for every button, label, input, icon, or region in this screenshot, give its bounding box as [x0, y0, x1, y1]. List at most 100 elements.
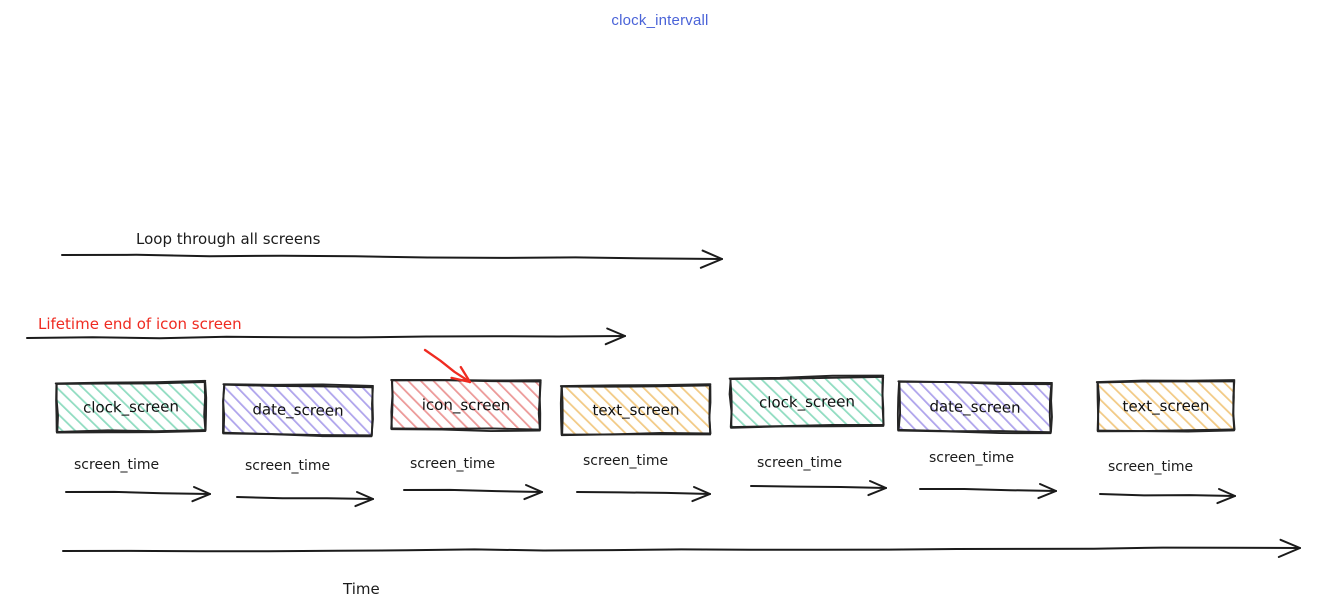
screen-box-label: text_screen: [592, 400, 680, 420]
box-edge-right: [370, 386, 374, 437]
time-axis-label: Time: [343, 580, 380, 598]
box-fill: [56, 382, 206, 432]
lifetime-arrow: [26, 327, 626, 346]
screen-time-label-4: screen_time: [757, 455, 843, 471]
time-axis-arrow: [62, 538, 1301, 558]
screen-time-label-5: screen_time: [929, 450, 1015, 466]
screen-box-label-wrap: icon_screen: [392, 380, 540, 429]
time-axis-arrow-head: [1277, 538, 1301, 558]
screen-box-label: clock_screen: [82, 397, 180, 417]
screen-box-clock_screen-4[interactable]: [728, 374, 885, 429]
screen-box-label-wrap: clock_screen: [57, 382, 206, 432]
box-fill: [1097, 381, 1235, 431]
box-edge-right: [881, 375, 885, 426]
screen-time-arrow-2: [403, 484, 543, 501]
screen-time-arrow-6-head: [1216, 488, 1236, 505]
red-pointer-arrow-head: [450, 365, 472, 384]
screen-time-arrow-5: [919, 483, 1057, 500]
screen-box-label-wrap: clock_screen: [731, 377, 884, 427]
screen-time-arrow-3-head: [691, 486, 711, 503]
screen-box-text_screen-3[interactable]: [559, 383, 712, 437]
screen-time-label-3: screen_time: [583, 453, 669, 469]
screen-box-label-wrap: text_screen: [1098, 381, 1234, 430]
screen-time-arrow-1-head: [354, 491, 374, 508]
box-edge-right: [1232, 380, 1236, 431]
box-edge-left: [560, 385, 564, 436]
box-fill: [561, 385, 711, 435]
box-edge-left: [222, 383, 226, 434]
red-pointer-arrow: [423, 348, 472, 384]
red-pointer-arrow-line: [423, 348, 472, 384]
screen-box-label-wrap: date_screen: [899, 382, 1052, 432]
box-edge-bottom: [560, 433, 712, 437]
box-fill: [223, 384, 373, 436]
screen-box-label-wrap: date_screen: [224, 385, 373, 436]
box-edge-right: [1049, 383, 1053, 434]
box-edge-right: [538, 380, 542, 431]
screen-box-date_screen-5[interactable]: [896, 380, 1053, 435]
screen-time-label-2: screen_time: [410, 456, 496, 472]
screen-box-text_screen-6[interactable]: [1095, 379, 1236, 433]
screen-time-arrow-3: [576, 486, 711, 503]
screen-time-label-1: screen_time: [245, 458, 331, 474]
time-axis-arrow-line: [62, 546, 1301, 553]
box-fill: [391, 380, 541, 430]
loop-arrow-label: Loop through all screens: [136, 230, 321, 248]
box-edge-left: [896, 380, 901, 431]
screen-time-arrow-1: [236, 491, 374, 508]
box-edge-right: [708, 384, 712, 435]
box-edge-left: [390, 379, 394, 430]
screen-box-label: icon_screen: [421, 395, 511, 415]
box-fill: [730, 376, 884, 428]
box-edge-bottom: [56, 429, 207, 433]
screen-time-arrow-4: [750, 480, 887, 497]
screen-box-label: clock_screen: [758, 392, 856, 412]
screen-time-arrow-6: [1099, 488, 1236, 505]
box-edge-bottom: [730, 424, 885, 429]
box-edge-bottom: [1096, 429, 1236, 433]
box-edge-left: [559, 385, 563, 436]
screen-time-arrow-6-line: [1099, 493, 1236, 497]
screen-box-label: date_screen: [252, 400, 344, 420]
screen-box-date_screen-1[interactable]: [222, 383, 374, 438]
lifetime-arrow-head: [604, 327, 626, 346]
box-edge-right: [204, 381, 208, 432]
loop-arrow-head: [699, 249, 723, 269]
screen-time-arrow-3-line: [576, 491, 711, 495]
loop-arrow-line: [61, 253, 723, 260]
screen-time-label-0: screen_time: [74, 457, 160, 473]
box-edge-top: [1095, 379, 1236, 384]
box-edge-top: [728, 374, 885, 380]
box-edge-top: [559, 383, 712, 387]
screen-box-clock_screen-0[interactable]: [54, 379, 208, 434]
box-edge-left: [55, 382, 58, 433]
screen-box-label: text_screen: [1122, 396, 1210, 416]
screen-time-arrow-0-line: [65, 490, 211, 495]
box-edge-bottom: [222, 432, 373, 438]
screen-time-label-6: screen_time: [1108, 459, 1194, 475]
box-fill: [898, 381, 1052, 433]
page-title: clock_intervall: [611, 12, 709, 29]
screen-time-arrow-5-head: [1037, 483, 1057, 500]
box-edge-bottom: [390, 428, 541, 433]
screen-time-arrow-5-line: [919, 488, 1057, 492]
screen-box-label-wrap: text_screen: [562, 385, 710, 434]
box-edge-bottom: [897, 429, 1052, 435]
lifetime-arrow-line: [26, 335, 626, 340]
screen-time-arrow-0-head: [191, 486, 211, 503]
screen-time-arrow-4-head: [867, 480, 887, 497]
lifetime-arrow-label: Lifetime end of icon screen: [38, 315, 242, 333]
screen-time-arrow-4-line: [750, 485, 887, 489]
box-edge-top: [897, 380, 1053, 384]
screen-time-arrow-0: [65, 486, 211, 503]
box-edge-left: [729, 378, 733, 429]
loop-arrow: [61, 249, 723, 269]
box-edge-left: [1096, 381, 1100, 432]
screen-time-arrow-2-head: [523, 484, 543, 501]
screen-time-arrow-1-line: [236, 496, 374, 500]
box-edge-left: [897, 380, 902, 431]
box-edge-bottom: [55, 430, 207, 434]
box-edge-top: [222, 383, 374, 387]
screen-box-label: date_screen: [929, 397, 1021, 417]
